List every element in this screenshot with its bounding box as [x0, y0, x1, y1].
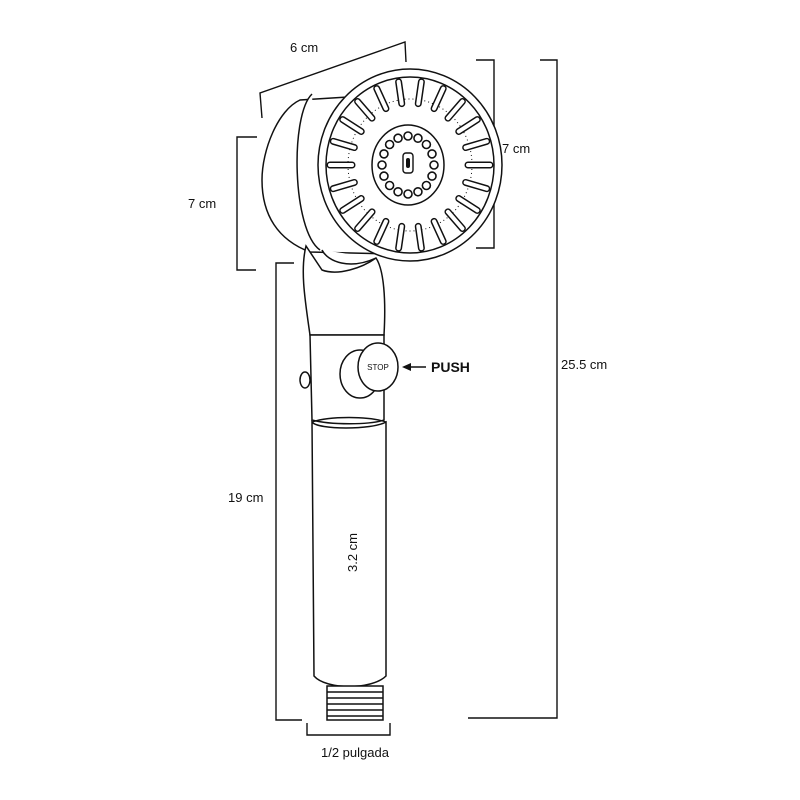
nozzle-highlight	[331, 180, 357, 191]
dim-head-depth	[259, 41, 407, 119]
stop-button[interactable]: STOP	[339, 342, 399, 399]
jet-hole	[384, 139, 395, 150]
dim-head-height-left	[236, 136, 257, 271]
jet-hole	[379, 171, 389, 181]
push-arrow	[402, 363, 426, 371]
dim-handle-length	[275, 262, 302, 721]
push-label: PUSH	[431, 359, 470, 375]
nozzle-highlight	[432, 219, 446, 244]
nozzle-highlight	[432, 86, 446, 111]
jet-hole	[427, 171, 437, 181]
dim-total-length	[468, 59, 558, 719]
nozzle-highlight	[456, 117, 480, 134]
nozzle-highlight	[331, 139, 357, 150]
nozzle-highlight	[416, 224, 424, 251]
nozzle-highlight	[396, 79, 404, 106]
handle-grip	[311, 416, 387, 688]
nozzle-highlight	[463, 180, 489, 191]
nozzle-highlight	[340, 196, 364, 213]
nozzle-highlight	[445, 99, 465, 121]
jet-hole	[429, 160, 439, 170]
head-height-right-label: 7 cm	[502, 141, 530, 156]
jet-hole	[377, 160, 387, 170]
jet-hole	[403, 189, 413, 199]
head-depth-label: 6 cm	[290, 40, 318, 55]
jet-hole	[393, 186, 403, 197]
center-jets	[377, 131, 439, 199]
total-length-label: 25.5 cm	[561, 357, 607, 372]
jet-hole	[403, 131, 413, 141]
handle-diameter-label: 3.2 cm	[345, 533, 360, 572]
handle-neck	[302, 244, 386, 336]
jet-hole	[421, 139, 432, 150]
handle-length-label: 19 cm	[228, 490, 263, 505]
nozzle-highlight	[340, 117, 364, 134]
jet-hole	[413, 133, 423, 144]
nozzle-highlight	[396, 224, 404, 251]
massage-nozzles	[326, 78, 494, 252]
nozzle-highlight	[355, 99, 375, 121]
jet-hole	[379, 149, 389, 159]
jet-hole	[393, 133, 403, 144]
dim-thread-size	[306, 723, 391, 736]
nozzle-highlight	[374, 219, 388, 244]
jet-hole	[384, 180, 395, 191]
thread-connector	[326, 685, 384, 721]
stop-label: STOP	[367, 363, 389, 372]
head-height-left-label: 7 cm	[188, 196, 216, 211]
nozzle-highlight	[463, 139, 489, 150]
nozzle-highlight	[445, 209, 465, 231]
jet-hole	[413, 186, 423, 197]
center-slot	[402, 152, 414, 174]
nozzle-highlight	[456, 196, 480, 213]
jet-hole	[427, 149, 437, 159]
thread-size-label: 1/2 pulgada	[321, 745, 390, 760]
nozzle-highlight	[355, 209, 375, 231]
nozzle-highlight	[374, 86, 388, 111]
jet-hole	[421, 180, 432, 191]
nozzle-highlight	[416, 79, 424, 106]
